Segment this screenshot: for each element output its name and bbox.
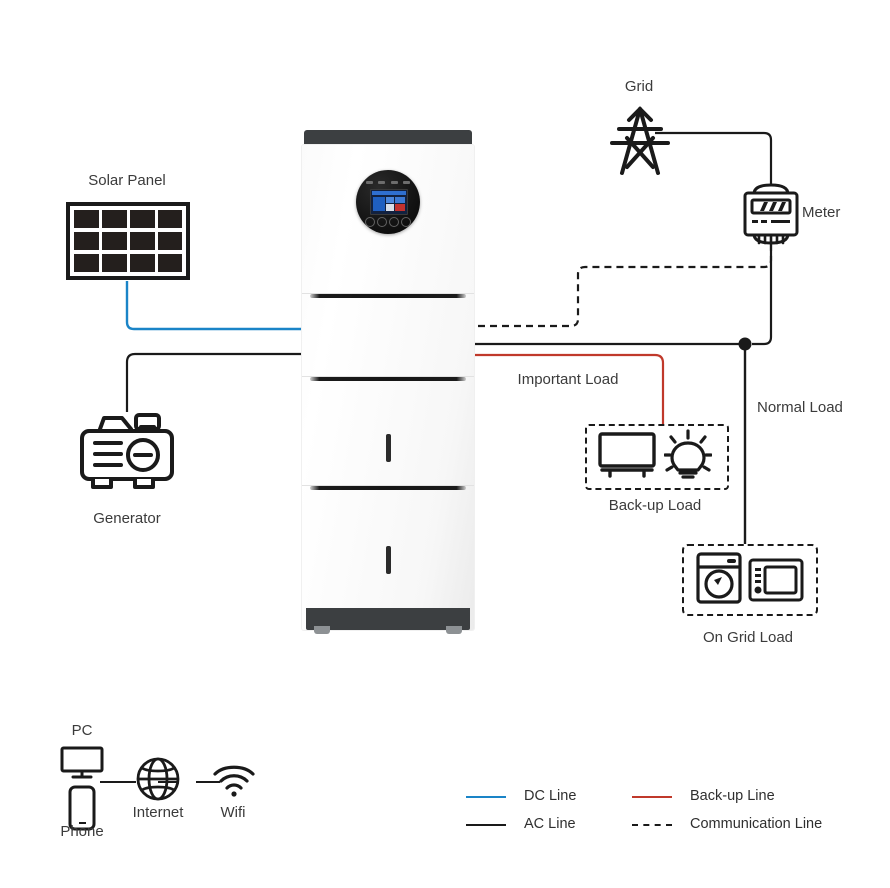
cabinet-top-cap: [304, 130, 472, 147]
ac-line-meter-to-junction: [752, 243, 773, 346]
cabinet-base: [306, 608, 470, 630]
important-load-label: Important Load: [517, 371, 619, 388]
legend-label-communication-line: Communication Line: [690, 816, 823, 832]
wifi-icon: [213, 765, 255, 797]
monitoring-connection-lines: [100, 781, 220, 783]
ac-line-generator-to-inverter: [125, 352, 310, 412]
legend-label-dc-line: DC Line: [524, 788, 577, 804]
backup-load-label: Back-up Load: [608, 497, 702, 514]
transmission-tower-icon: [610, 106, 670, 175]
hybrid-inverter-battery-stack: [302, 130, 474, 634]
legend-swatch-dc-line: [466, 796, 506, 798]
washing-machine-icon: [696, 552, 742, 604]
ongrid-load-label: On Grid Load: [702, 629, 794, 646]
solar-panel-icon: [66, 202, 190, 280]
backup-line-inverter-to-backup-load: [466, 353, 665, 425]
module-seam-3: [310, 486, 466, 490]
wifi-label: Wifi: [220, 804, 246, 821]
light-bulb-icon: [664, 429, 712, 479]
dc-line-solar-to-inverter: [125, 281, 310, 331]
legend-label-ac-line: AC Line: [524, 816, 576, 832]
module-seam-2: [310, 377, 466, 381]
lcd-screen: [370, 189, 408, 215]
meter-label: Meter: [802, 204, 841, 221]
display-buttons[interactable]: [365, 217, 411, 227]
legend-swatch-communication-line: [632, 824, 672, 826]
status-leds: [366, 181, 410, 185]
legend-swatch-ac-line: [466, 824, 506, 826]
monitor-icon: [60, 746, 104, 779]
smartphone-icon: [68, 785, 96, 831]
internet-label: Internet: [132, 804, 184, 821]
busbar-junction-node: [738, 337, 752, 351]
phone-label: Phone: [60, 823, 104, 840]
cabinet-foot-left: [314, 626, 330, 634]
normal-load-label: Normal Load: [757, 399, 843, 416]
legend-label-backup-line: Back-up Line: [690, 788, 775, 804]
generator-icon: [80, 413, 174, 489]
globe-icon: [136, 757, 180, 801]
microwave-oven-icon: [748, 558, 804, 602]
battery-indicator-1: [386, 434, 391, 462]
module-seam-1: [310, 294, 466, 298]
generator-label: Generator: [93, 510, 161, 527]
grid-label: Grid: [624, 78, 654, 95]
communication-line-inverter-to-meter: [466, 243, 773, 328]
ac-line-grid-to-meter: [655, 131, 773, 186]
electric-meter-icon: [743, 183, 799, 245]
battery-indicator-2: [386, 546, 391, 574]
solar-panel-label: Solar Panel: [88, 172, 166, 189]
cabinet-foot-right: [446, 626, 462, 634]
legend: DC Line AC Line Back-up Line Communicati…: [466, 786, 866, 838]
television-icon: [598, 432, 656, 478]
circular-lcd-display[interactable]: [356, 170, 420, 234]
pc-label: PC: [71, 722, 93, 739]
legend-swatch-backup-line: [632, 796, 672, 798]
